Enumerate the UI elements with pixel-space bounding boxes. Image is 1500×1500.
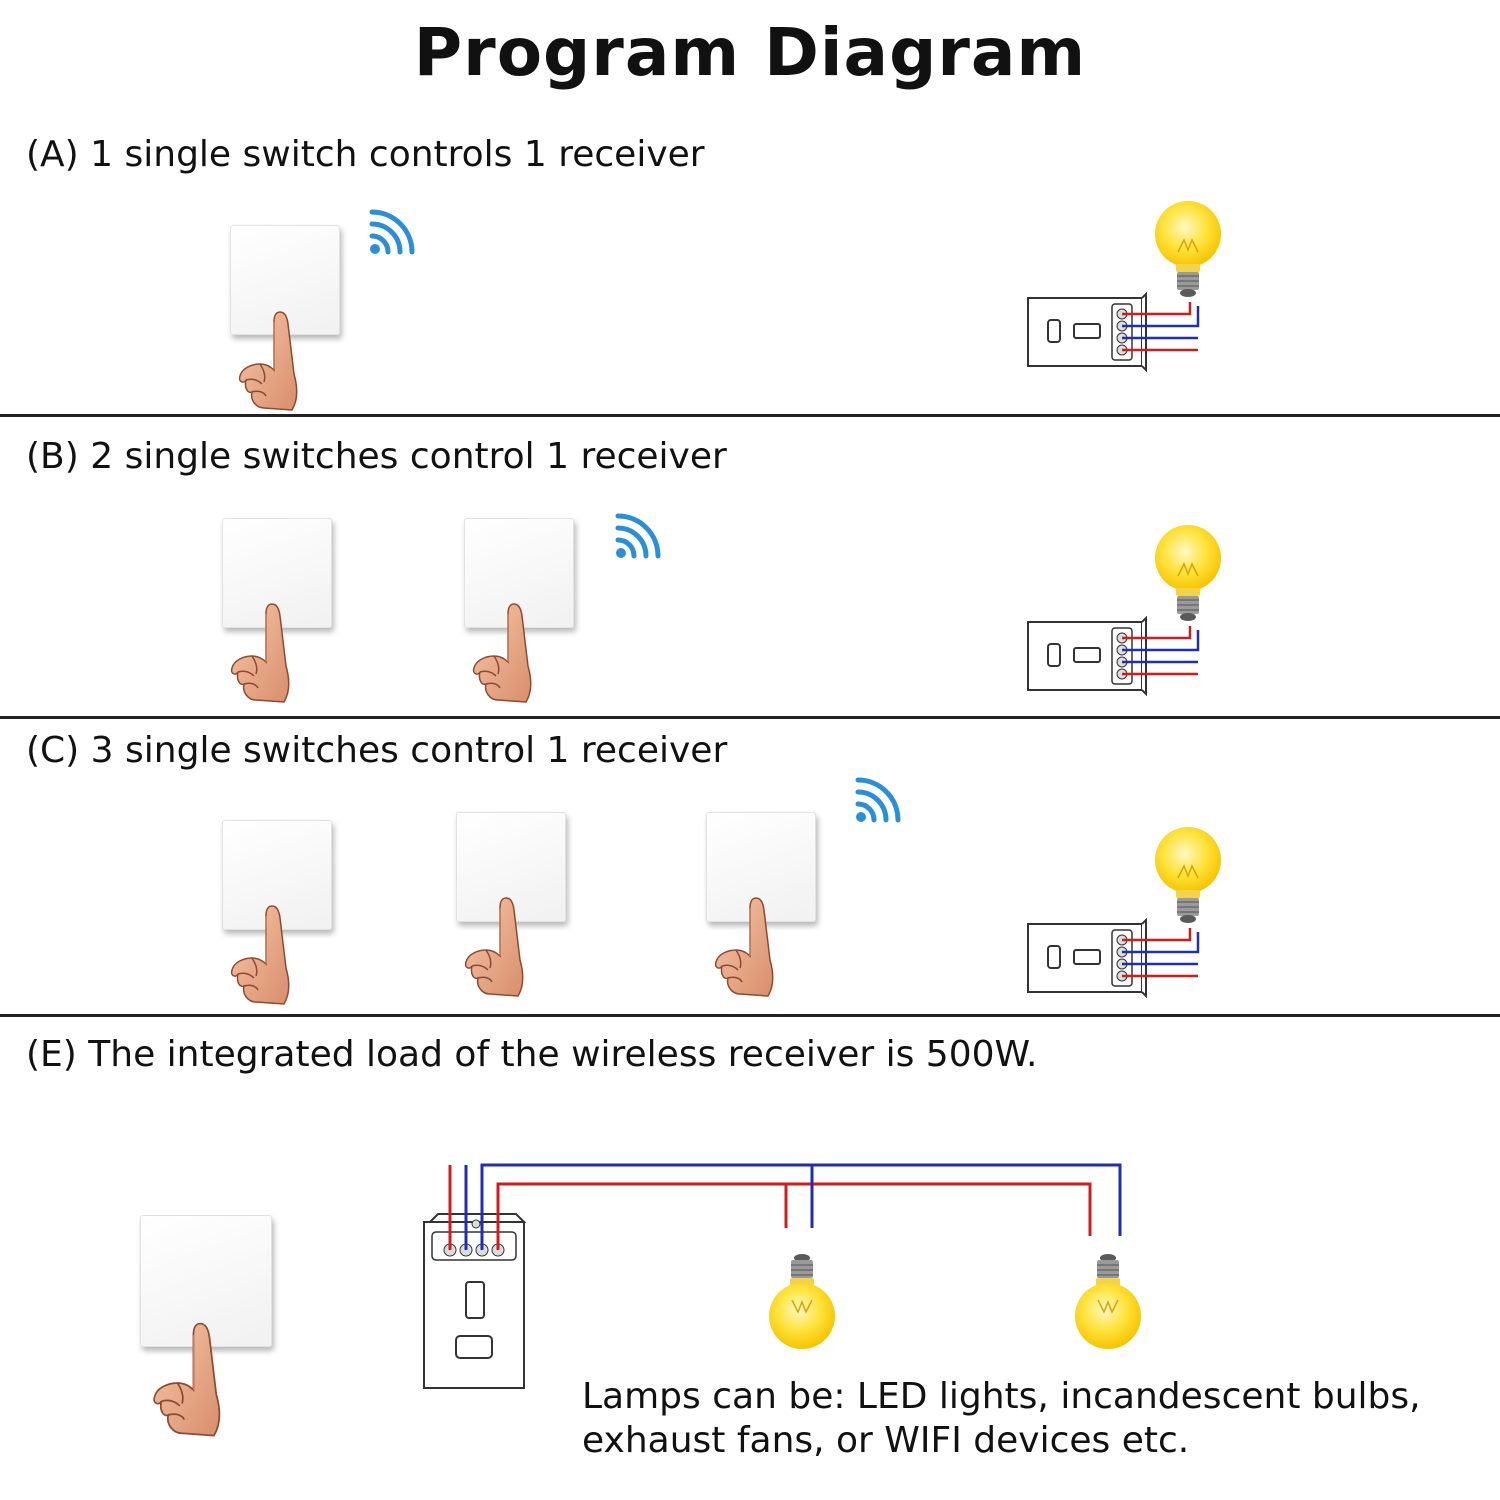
pointing-hand-icon bbox=[470, 600, 540, 705]
light-bulb-icon bbox=[1148, 524, 1228, 624]
wifi-signal-icon bbox=[852, 776, 902, 826]
wireless-receiver-icon bbox=[1026, 292, 1206, 372]
wifi-signal-icon bbox=[366, 208, 416, 258]
section-divider bbox=[0, 716, 1500, 719]
light-bulb-icon bbox=[1068, 1252, 1148, 1352]
section-divider bbox=[0, 1014, 1500, 1017]
wireless-receiver-icon bbox=[1026, 616, 1206, 696]
pointing-hand-icon bbox=[712, 894, 782, 999]
section-b-label: (B) 2 single switches control 1 receiver bbox=[26, 436, 727, 477]
wireless-switch[interactable] bbox=[140, 1215, 272, 1347]
section-a-label: (A) 1 single switch controls 1 receiver bbox=[26, 134, 705, 175]
lamp-types-note: Lamps can be: LED lights, incandescent b… bbox=[582, 1375, 1421, 1463]
pointing-hand-icon bbox=[228, 600, 298, 705]
section-c-label: (C) 3 single switches control 1 receiver bbox=[26, 730, 728, 771]
pointing-hand-icon bbox=[150, 1318, 230, 1440]
section-divider bbox=[0, 414, 1500, 417]
pointing-hand-icon bbox=[236, 308, 306, 413]
light-bulb-icon bbox=[1148, 826, 1228, 926]
pointing-hand-icon bbox=[462, 894, 532, 999]
wireless-receiver-icon bbox=[423, 1213, 527, 1389]
wifi-signal-icon bbox=[612, 512, 662, 562]
light-bulb-icon bbox=[1148, 200, 1228, 300]
section-e-label: (E) The integrated load of the wireless … bbox=[26, 1034, 1038, 1075]
note-line-1: Lamps can be: LED lights, incandescent b… bbox=[582, 1376, 1421, 1417]
pointing-hand-icon bbox=[228, 902, 298, 1007]
page-title: Program Diagram bbox=[413, 14, 1087, 91]
wireless-receiver-icon bbox=[1026, 918, 1206, 998]
note-line-2: exhaust fans, or WIFI devices etc. bbox=[582, 1420, 1190, 1461]
light-bulb-icon bbox=[762, 1252, 842, 1352]
